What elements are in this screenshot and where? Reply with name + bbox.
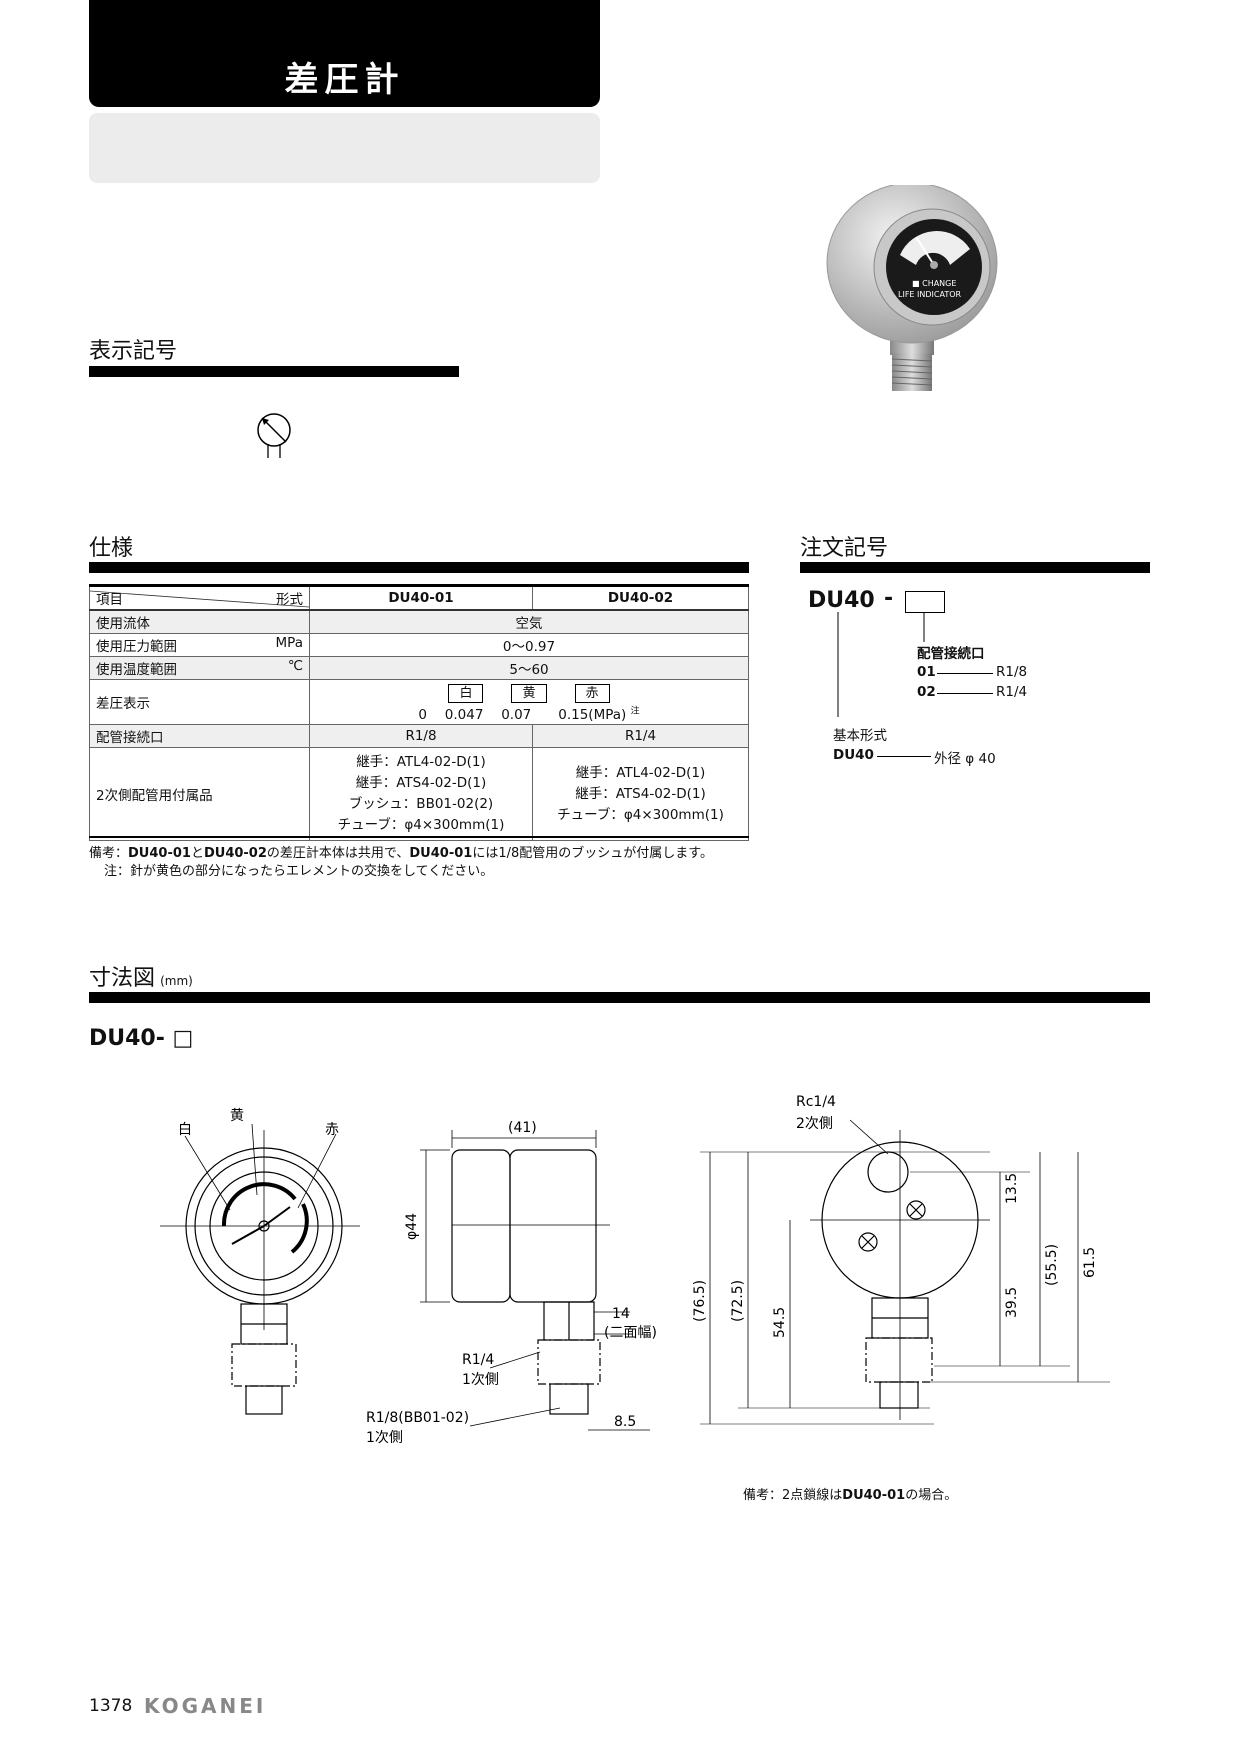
section-bar xyxy=(89,562,749,573)
dim-39-5: 39.5 xyxy=(1004,1287,1020,1318)
section-bar xyxy=(800,562,1150,573)
dim-diameter: φ44 xyxy=(404,1213,420,1240)
back-view-drawing: Rc1/4 2次側 13.5 39.5 (55.5) 61.5 (76.5) (… xyxy=(692,1094,1110,1425)
yellow-zone-label: 黄 xyxy=(511,683,547,703)
row-value: R1/8 xyxy=(309,724,533,748)
order-base-val: 外径 φ 40 xyxy=(934,751,996,767)
leader-line xyxy=(937,673,993,674)
page-number: 1378 xyxy=(89,1696,133,1716)
order-leader-lines xyxy=(837,612,925,717)
row-label: 配管接続口 xyxy=(89,724,310,748)
row-label: 差圧表示 xyxy=(89,679,310,725)
section-title-dims: 寸法図 (mm) xyxy=(89,966,193,991)
spec-note-1: 備考：DU40-01とDU40-02の差圧計本体は共用で、DU40-01には1/… xyxy=(89,846,713,861)
leader-line xyxy=(877,756,931,757)
table-row: 使用流体 空気 xyxy=(89,609,749,634)
dim-54-5: 54.5 xyxy=(772,1307,788,1338)
table-header-cell: DU40-01 xyxy=(309,584,533,611)
row-value: R1/4 xyxy=(532,724,749,748)
leader-line xyxy=(937,693,993,694)
white-zone-label: 白 xyxy=(448,683,484,703)
side-view-drawing: (41) φ44 14 (二面幅) R1/4 1次側 R1/8(BB01-02)… xyxy=(366,1120,657,1446)
order-dash: - xyxy=(884,586,894,611)
table-row: 2次側配管用付属品 継手：ATL4-02-D(1) 継手：ATS4-02-D(1… xyxy=(89,747,749,841)
page-title-banner: 差圧計 xyxy=(89,0,600,107)
order-base-code: DU40 xyxy=(833,747,874,763)
front-red-label: 赤 xyxy=(325,1122,339,1138)
bush-label: R1/8(BB01-02) xyxy=(366,1410,469,1426)
order-model: DU40 xyxy=(808,588,875,613)
section-title-symbol: 表示記号 xyxy=(89,339,178,364)
table-row: 配管接続口 R1/8 R1/4 xyxy=(89,724,749,748)
section-title-order: 注文記号 xyxy=(800,536,889,561)
row-label: 2次側配管用付属品 xyxy=(89,747,310,841)
subtitle-panel xyxy=(89,113,600,183)
gauge-symbol-icon xyxy=(257,413,291,458)
table-row: 使用温度範囲℃ 5～60 xyxy=(89,656,749,680)
page-title: 差圧計 xyxy=(284,60,405,100)
front-view-drawing: 白 黄 赤 xyxy=(160,1107,360,1415)
dim-76-5: (76.5) xyxy=(692,1280,708,1322)
row-label: 使用温度範囲℃ xyxy=(89,656,310,680)
dim-hex: 14 xyxy=(612,1306,630,1322)
bush-side-label: 1次側 xyxy=(366,1430,403,1446)
dim-13-5: 13.5 xyxy=(1004,1173,1020,1204)
row-value: 空気 xyxy=(309,609,749,634)
order-opt2-val: R1/4 xyxy=(996,684,1028,700)
spec-note-2: 注：針が黄色の部分になったらエレメントの交換をしてください。 xyxy=(104,864,494,879)
order-option-box xyxy=(905,591,945,613)
photo-label-1: ■ CHANGE xyxy=(912,279,956,288)
dim-length: 8.5 xyxy=(614,1414,636,1430)
row-label: 使用流体 xyxy=(89,609,310,634)
dim-61-5: 61.5 xyxy=(1082,1247,1098,1278)
table-header-cell: DU40-02 xyxy=(532,584,749,611)
port-label: R1/4 xyxy=(462,1352,494,1368)
order-opt1-val: R1/8 xyxy=(996,664,1028,680)
row-value: 白 黄 赤 0 0.047 0.07 0.15(MPa) 注 xyxy=(309,679,749,725)
dim-width: (41) xyxy=(508,1120,537,1136)
row-value: 5～60 xyxy=(309,656,749,680)
dim-55-5: (55.5) xyxy=(1044,1244,1060,1286)
order-base-label: 基本形式 xyxy=(833,728,887,744)
diff-scale: 0 0.047 0.07 0.15(MPa) xyxy=(418,706,627,723)
table-row: 差圧表示 白 黄 赤 0 0.047 0.07 0.15(MPa) 注 xyxy=(89,679,749,725)
front-white-label: 白 xyxy=(178,1122,192,1138)
section-title-spec: 仕様 xyxy=(89,536,134,561)
photo-label-2: LIFE INDICATOR xyxy=(898,290,962,299)
note-mark: 注 xyxy=(630,706,640,716)
table-header-cell: 項目 形式 xyxy=(89,584,310,611)
order-opt1-code: 01 xyxy=(917,664,936,680)
brand-logo: KOGANEI xyxy=(144,1694,267,1718)
row-value: 継手：ATL4-02-D(1) 継手：ATS4-02-D(1) チューブ：φ4×… xyxy=(532,747,749,841)
section-bar xyxy=(89,366,459,377)
drawing-model: DU40- □ xyxy=(89,1026,194,1051)
red-zone-label: 赤 xyxy=(574,683,610,703)
rc-label: Rc1/4 xyxy=(796,1094,836,1110)
row-value: 継手：ATL4-02-D(1) 継手：ATS4-02-D(1) ブッシュ：BB0… xyxy=(309,747,533,841)
section-bar xyxy=(89,992,1150,1003)
order-port-label: 配管接続口 xyxy=(917,646,985,662)
product-photo: ■ CHANGE LIFE INDICATOR xyxy=(826,185,998,391)
table-header-row: 項目 形式 DU40-01 DU40-02 xyxy=(89,584,749,611)
dim-72-5: (72.5) xyxy=(730,1280,746,1322)
drawing-note: 備考：2点鎖線はDU40-01の場合。 xyxy=(743,1488,958,1503)
row-value: 0～0.97 xyxy=(309,633,749,657)
port-side-label: 1次側 xyxy=(462,1372,499,1388)
front-yellow-label: 黄 xyxy=(230,1107,244,1124)
order-opt2-code: 02 xyxy=(917,684,936,700)
dim-hex-note: (二面幅) xyxy=(604,1325,657,1341)
rc-side-label: 2次側 xyxy=(796,1116,833,1132)
table-bottom-rule xyxy=(89,836,749,838)
